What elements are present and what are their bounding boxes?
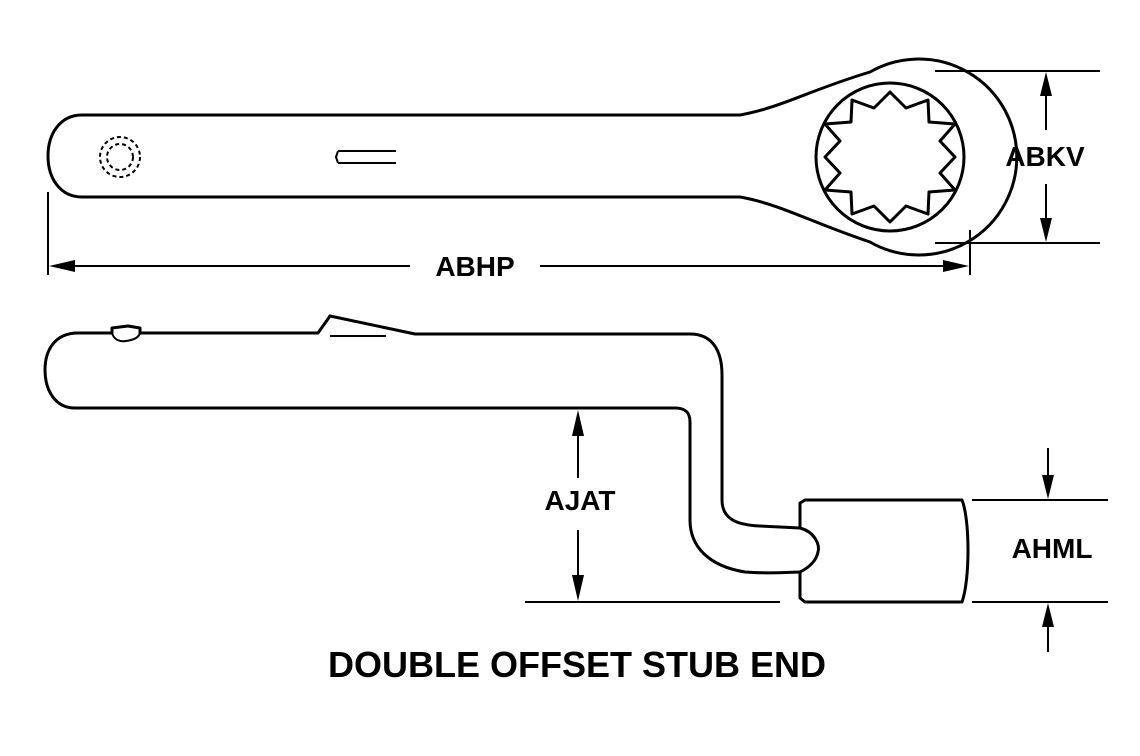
- wrench-side-view: [43, 314, 970, 604]
- label-abhp: ABHP: [435, 251, 514, 282]
- dimension-ajat: AJAT: [525, 410, 780, 603]
- dimension-ahml: AHML: [972, 448, 1108, 652]
- side-handle-outline: [43, 314, 970, 604]
- label-abkv: ABKV: [1005, 141, 1085, 172]
- handle-hole-inner: [106, 143, 134, 171]
- dimension-abhp: ABHP: [47, 192, 971, 282]
- wrench-top-view: [46, 57, 1019, 257]
- label-ahml: AHML: [1012, 533, 1093, 564]
- stub-knuckle: [798, 526, 820, 574]
- label-ajat: AJAT: [544, 485, 615, 516]
- side-bump: [111, 332, 141, 343]
- wrench-handle-outline: [46, 57, 1019, 257]
- twelve-point-opening: [823, 90, 957, 224]
- handle-hole: [99, 136, 141, 178]
- dimension-abkv: ABKV: [935, 70, 1100, 244]
- handle-slot: [334, 150, 396, 164]
- box-end-ring: [814, 81, 966, 233]
- drawing-title: DOUBLE OFFSET STUB END: [328, 644, 826, 685]
